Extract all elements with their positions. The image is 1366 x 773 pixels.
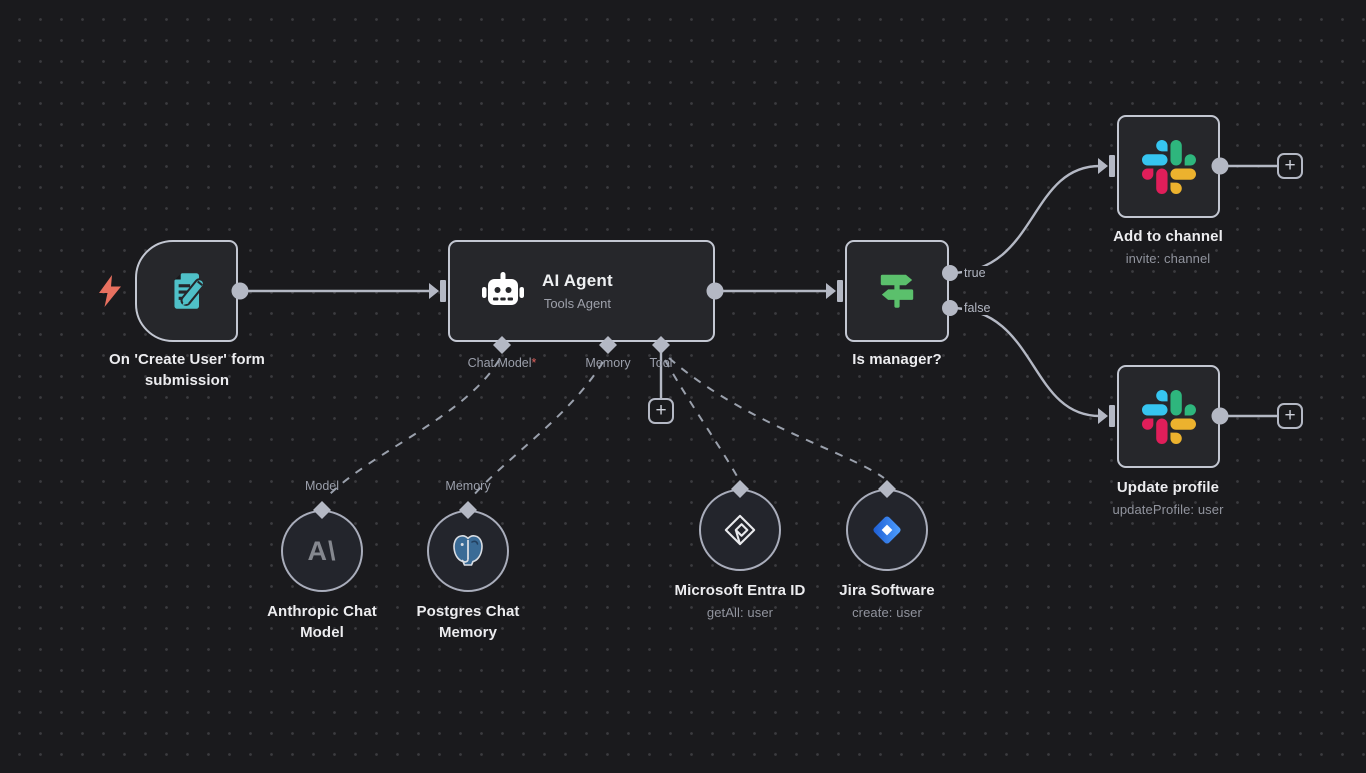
node-is-manager[interactable] [845,240,949,342]
slack-add-label: Add to channel invite: channel [1092,226,1244,268]
branch-label-true: true [962,266,988,280]
add-tool-button[interactable]: + [648,398,674,424]
add-node-button-after-slack-add[interactable]: + [1277,153,1303,179]
port-label-tool: Tool [649,356,673,370]
entra-node-label: Microsoft Entra ID getAll: user [655,580,825,622]
slack-update-subtitle: updateProfile: user [1112,502,1224,517]
edge-tool-to-entra[interactable] [664,359,739,479]
agent-subtitle: Tools Agent [543,296,612,311]
port-label-memory-sub: Memory [445,479,491,493]
edge-if-true-to-slack-add[interactable] [949,164,1101,275]
port-label-model: Model [304,479,340,493]
input-port-slack-add[interactable] [1098,155,1115,177]
slack-icon [1141,139,1196,194]
input-port-slack-update[interactable] [1098,405,1115,427]
edge-if-false-to-slack-update[interactable] [949,306,1101,418]
anthropic-node-label: Anthropic Chat Model [267,603,377,641]
robot-icon [482,272,524,305]
anthropic-icon: A\ [307,535,337,566]
entra-diamond-icon [724,514,756,546]
edge-memory-to-postgres[interactable] [470,361,604,499]
jira-subtitle: create: user [852,605,922,620]
entra-subtitle: getAll: user [706,605,774,620]
slack-update-label: Update profile updateProfile: user [1092,477,1244,519]
agent-title: AI Agent [542,271,613,290]
input-port-if[interactable] [826,280,843,302]
port-label-chat-model: Chat Model* [467,356,537,370]
node-jira-software[interactable] [846,489,928,571]
if-node-label: Is manager? [852,351,942,368]
input-port-agent[interactable] [429,280,446,302]
node-slack-add-to-channel[interactable] [1117,115,1220,218]
node-microsoft-entra-id[interactable] [699,489,781,571]
postgres-node-label: Postgres Chat Memory [416,603,520,641]
node-postgres-chat-memory[interactable] [427,510,509,592]
branch-label-false: false [962,301,993,315]
lightning-bolt-icon [99,275,121,307]
node-slack-update-profile[interactable] [1117,365,1220,468]
node-ai-agent[interactable]: AI Agent Tools Agent [448,240,715,342]
trigger-node-label: On 'Create User' form submission [109,351,265,389]
add-node-button-after-slack-update[interactable]: + [1277,403,1303,429]
required-marker: * [531,356,537,370]
edge-chatmodel-to-anthropic[interactable] [325,359,500,499]
postgres-elephant-icon [453,535,483,566]
form-pencil-icon [173,273,205,309]
signpost-icon [880,274,914,308]
node-anthropic-chat-model[interactable]: A\ [281,510,363,592]
slack-add-subtitle: invite: channel [1125,251,1211,266]
jira-icon [873,516,901,544]
slack-icon [1141,389,1196,444]
edge-tool-to-jira[interactable] [668,357,885,479]
jira-node-label: Jira Software create: user [812,580,962,622]
node-form-trigger[interactable] [135,240,238,342]
